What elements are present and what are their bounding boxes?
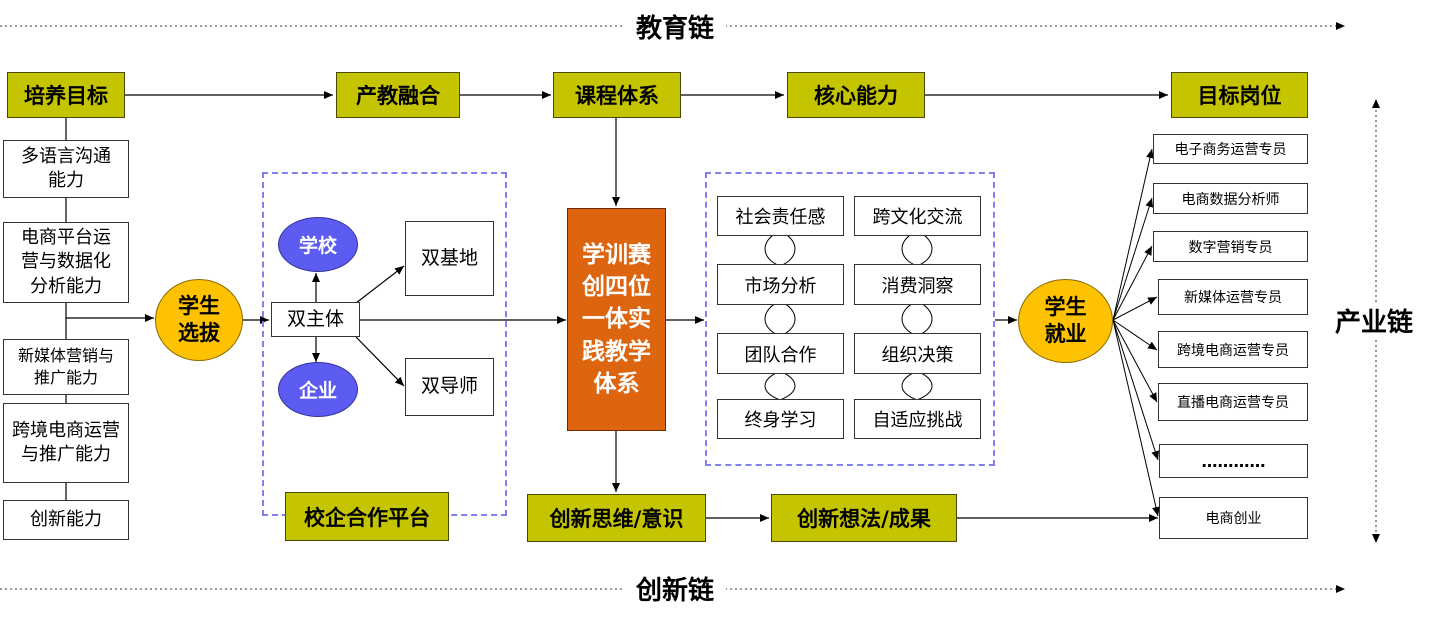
dual-subject-box: 双主体 (271, 302, 360, 337)
industry-chain-label: 产业链 (1322, 302, 1426, 338)
core-ability-item: 团队合作 (717, 333, 844, 374)
job-item: ………… (1159, 444, 1308, 478)
training-goal-box: 培养目标 (7, 72, 125, 118)
innovation-chain-label: 创新链 (624, 570, 726, 606)
job-item: 电商创业 (1159, 497, 1308, 539)
core-ability-item: 跨文化交流 (854, 196, 981, 236)
student-selection-circle: 学生选拔 (155, 279, 243, 361)
dual-mentor-box: 双导师 (405, 358, 494, 416)
core-ability-item: 组织决策 (854, 333, 981, 374)
core-ability-box: 核心能力 (787, 72, 925, 118)
core-ability-item: 终身学习 (717, 399, 844, 439)
job-item: 电子商务运营专员 (1153, 134, 1308, 164)
core-ability-item: 消费洞察 (854, 264, 981, 305)
core-ability-item: 社会责任感 (717, 196, 844, 236)
innovative-thinking-box: 创新思维/意识 (527, 494, 706, 542)
job-item: 电商数据分析师 (1153, 183, 1308, 214)
innovative-ideas-box: 创新想法/成果 (771, 494, 957, 542)
job-item: 直播电商运营专员 (1158, 383, 1308, 421)
enterprise-ellipse: 企业 (278, 362, 358, 417)
industry-arrow-up (1372, 99, 1380, 108)
ability-item: 创新能力 (3, 500, 129, 540)
core-ability-item: 市场分析 (717, 264, 844, 305)
student-employment-circle: 学生就业 (1018, 279, 1113, 363)
curriculum-system-box: 课程体系 (553, 72, 681, 118)
ability-item: 电商平台运营与数据化分析能力 (3, 222, 129, 303)
ability-item: 跨境电商运营与推广能力 (3, 403, 129, 483)
core-ability-dashed-area (705, 172, 995, 466)
job-item: 数字营销专员 (1153, 231, 1308, 262)
dual-base-box: 双基地 (405, 221, 494, 296)
job-item: 跨境电商运营专员 (1158, 331, 1308, 368)
practice-teaching-system-box: 学训赛创四位一体实践教学体系 (567, 208, 666, 431)
industry-arrow-down (1372, 534, 1380, 543)
industry-education-integration-box: 产教融合 (336, 72, 460, 118)
ability-item: 新媒体营销与推广能力 (3, 339, 129, 395)
school-enterprise-platform-box: 校企合作平台 (285, 492, 449, 541)
ability-item: 多语言沟通能力 (3, 140, 129, 198)
job-item: 新媒体运营专员 (1158, 279, 1308, 315)
education-chain-label: 教育链 (624, 8, 726, 44)
core-ability-item: 自适应挑战 (854, 399, 981, 439)
target-jobs-box: 目标岗位 (1171, 72, 1308, 118)
school-ellipse: 学校 (278, 217, 358, 272)
